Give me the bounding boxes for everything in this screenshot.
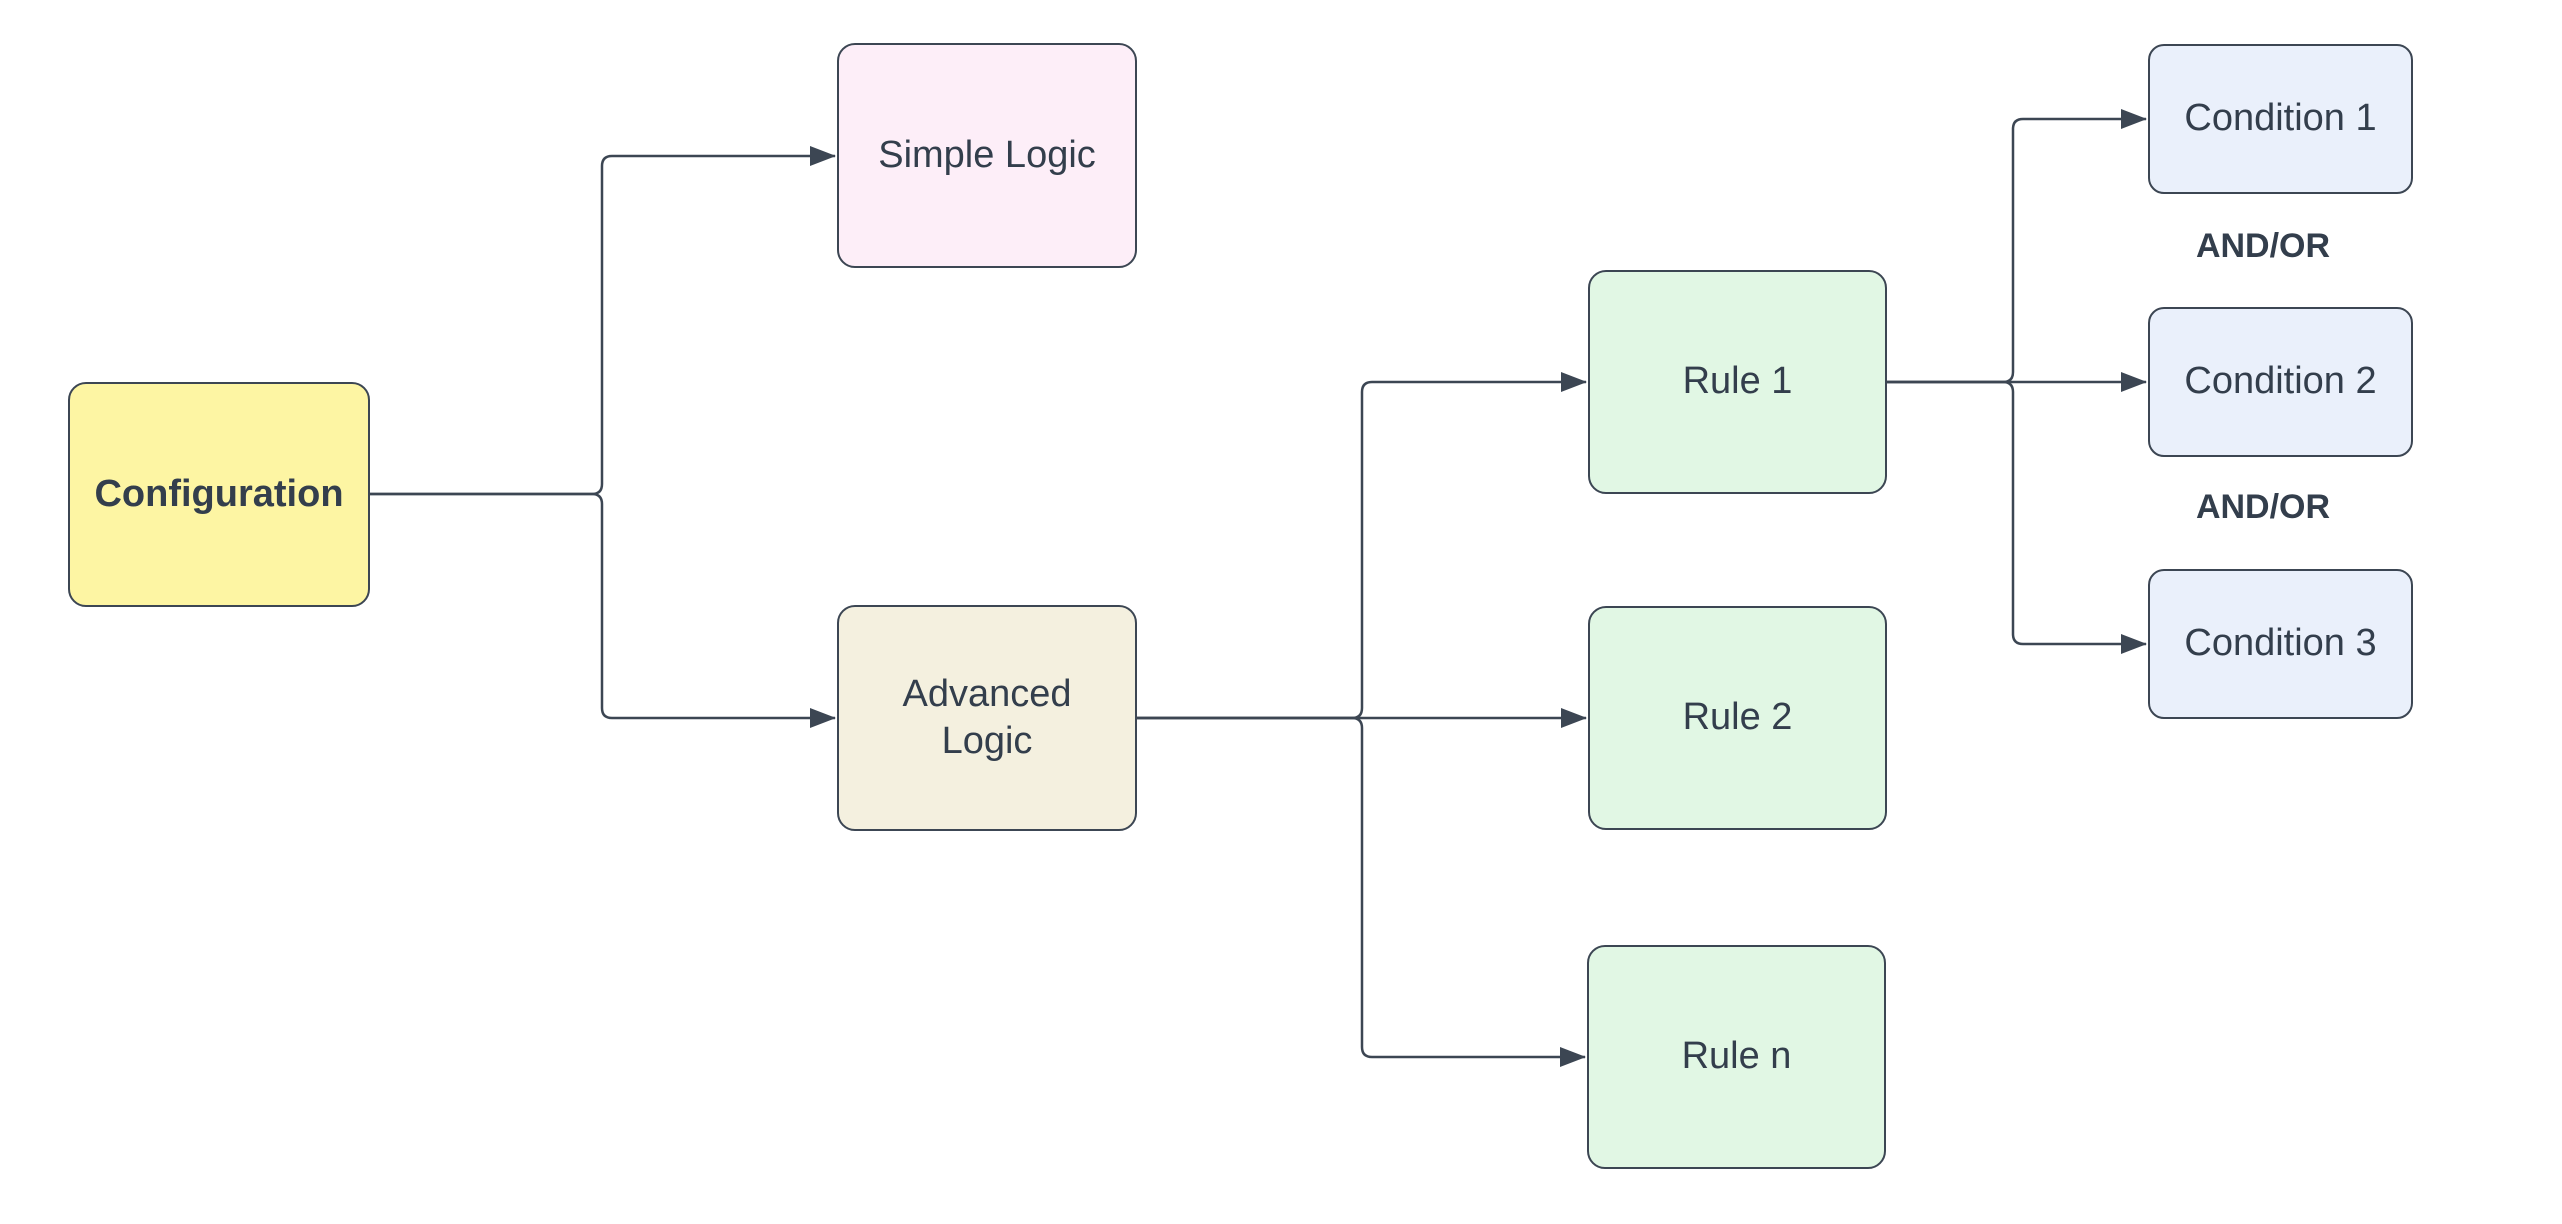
node-condition-1-label: Condition 1 (2184, 97, 2377, 140)
edge-configuration-to-advanced-logic (370, 492, 836, 728)
edge-rule-1-to-condition-3 (1887, 380, 2147, 654)
edge-advanced-logic-to-rule-n (1137, 716, 1586, 1067)
node-rule-n-label: Rule n (1681, 1035, 1792, 1078)
node-rule-2-label: Rule 2 (1682, 696, 1793, 739)
node-rule-2[interactable]: Rule 2 (1588, 606, 1887, 830)
node-condition-3[interactable]: Condition 3 (2148, 569, 2413, 719)
node-configuration[interactable]: Configuration (68, 382, 370, 607)
edge-advanced-logic-to-rule-1 (1137, 372, 1587, 720)
node-condition-3-label: Condition 3 (2184, 622, 2377, 665)
node-simple-logic-label: Simple Logic (878, 133, 1096, 176)
and-or-label-2: AND/OR (2195, 488, 2331, 526)
node-configuration-label: Configuration (94, 472, 344, 515)
node-rule-1[interactable]: Rule 1 (1588, 270, 1887, 494)
edge-rule-1-to-condition-1 (1887, 109, 2147, 384)
node-simple-logic[interactable]: Simple Logic (837, 43, 1137, 268)
and-or-label-1: AND/OR (2195, 227, 2331, 265)
edge-configuration-to-simple-logic (370, 146, 836, 496)
node-condition-2[interactable]: Condition 2 (2148, 307, 2413, 457)
node-advanced-logic[interactable]: Advanced Logic (837, 605, 1137, 831)
node-condition-2-label: Condition 2 (2184, 360, 2377, 403)
node-rule-n[interactable]: Rule n (1587, 945, 1886, 1169)
node-advanced-logic-label: Advanced Logic (902, 672, 1072, 763)
node-condition-1[interactable]: Condition 1 (2148, 44, 2413, 194)
node-rule-1-label: Rule 1 (1682, 360, 1793, 403)
